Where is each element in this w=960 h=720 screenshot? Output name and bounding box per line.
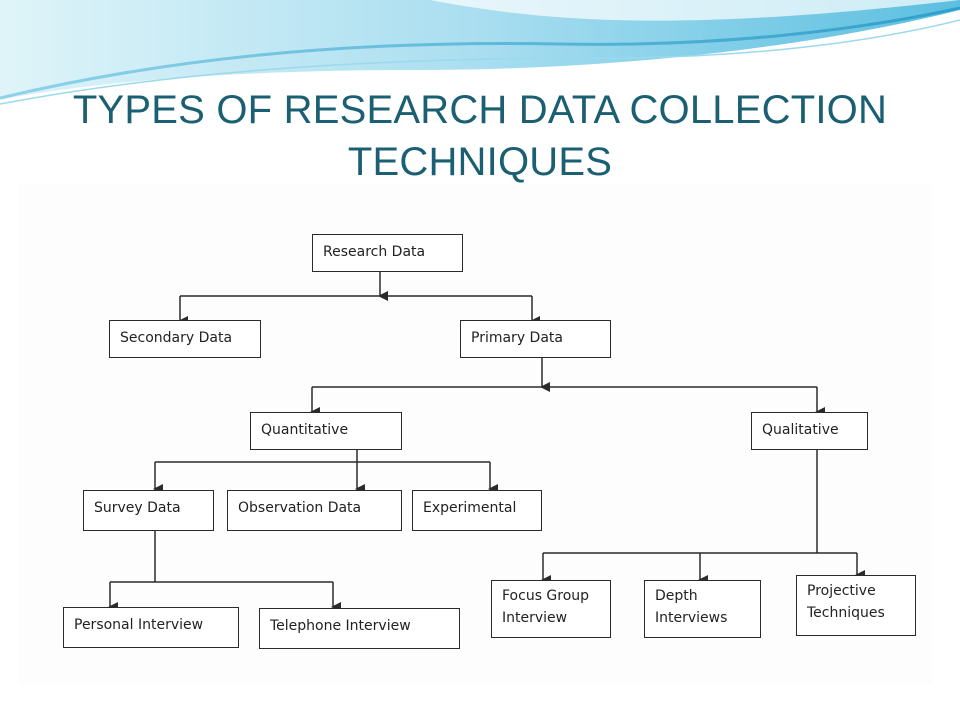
node-experimental: Experimental <box>412 490 542 531</box>
node-label: Secondary Data <box>120 330 233 346</box>
node-label-line-1: Depth <box>655 588 698 604</box>
node-label: Research Data <box>323 244 426 260</box>
node-projective-techniques: Projective Techniques <box>796 575 916 636</box>
node-label: Survey Data <box>94 500 181 516</box>
node-label: Observation Data <box>238 500 362 516</box>
node-quantitative: Quantitative <box>250 412 402 450</box>
node-label-line-2: Interviews <box>655 610 728 626</box>
node-personal-interview: Personal Interview <box>63 607 239 648</box>
node-label: Quantitative <box>261 422 349 438</box>
header-wave <box>0 0 960 105</box>
node-label: Primary Data <box>471 330 563 346</box>
slide-title: TYPES OF RESEARCH DATA COLLECTION TECHNI… <box>0 84 960 188</box>
node-depth-interviews: Depth Interviews <box>644 580 761 638</box>
node-label-line-1: Focus Group <box>502 588 590 604</box>
node-label: Experimental <box>423 500 517 516</box>
node-observation-data: Observation Data <box>227 490 402 531</box>
node-qualitative: Qualitative <box>751 412 868 450</box>
node-label-line-1: Projective <box>807 583 876 599</box>
node-label-line-2: Interview <box>502 610 568 626</box>
node-label: Telephone Interview <box>270 618 411 634</box>
node-label-line-2: Techniques <box>807 605 885 621</box>
node-label: Personal Interview <box>74 617 204 633</box>
node-research-data: Research Data <box>312 234 463 272</box>
node-telephone-interview: Telephone Interview <box>259 608 460 649</box>
node-focus-group-interview: Focus Group Interview <box>491 580 611 638</box>
slide-title-line-1: TYPES OF RESEARCH DATA COLLECTION <box>72 88 888 132</box>
node-primary-data: Primary Data <box>460 320 611 358</box>
node-secondary-data: Secondary Data <box>109 320 261 358</box>
slide-title-line-2: TECHNIQUES <box>347 140 613 184</box>
node-label: Qualitative <box>762 422 839 438</box>
node-survey-data: Survey Data <box>83 490 214 531</box>
